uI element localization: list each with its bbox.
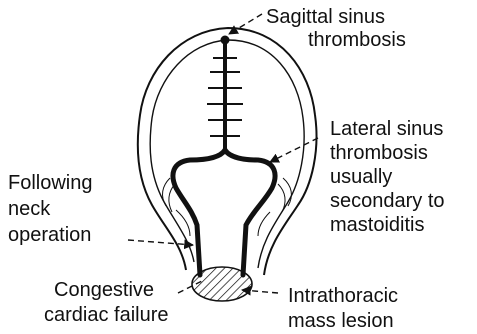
label-sagittal-sinus: Sagittal sinus thrombosis	[266, 6, 406, 52]
label-lateral-line2: thrombosis	[330, 141, 445, 165]
sagittal-sinus	[207, 36, 243, 150]
label-neck-operation: Following neck operation	[8, 170, 92, 248]
label-neck-line2: neck	[8, 196, 92, 222]
label-sagittal-line1: Sagittal sinus	[266, 6, 406, 29]
label-congestive-cardiac: Congestive cardiac failure	[44, 278, 169, 328]
label-lateral-line1: Lateral sinus	[330, 117, 445, 141]
label-neck-line1: Following	[8, 170, 92, 196]
label-sagittal-line2: thrombosis	[266, 29, 406, 52]
label-neck-line3: operation	[8, 222, 92, 248]
intrathoracic-mass	[192, 267, 252, 301]
label-intrathoracic-mass: Intrathoracic mass lesion	[288, 284, 398, 334]
label-cardiac-line2: cardiac failure	[44, 303, 169, 328]
label-intrathoracic-line1: Intrathoracic	[288, 284, 398, 309]
label-lateral-sinus: Lateral sinus thrombosis usually seconda…	[330, 117, 445, 237]
label-lateral-line4: secondary to	[330, 189, 445, 213]
label-cardiac-line1: Congestive	[44, 278, 169, 303]
label-lateral-line5: mastoiditis	[330, 213, 445, 237]
label-intrathoracic-line2: mass lesion	[288, 309, 398, 334]
label-lateral-line3: usually	[330, 165, 445, 189]
